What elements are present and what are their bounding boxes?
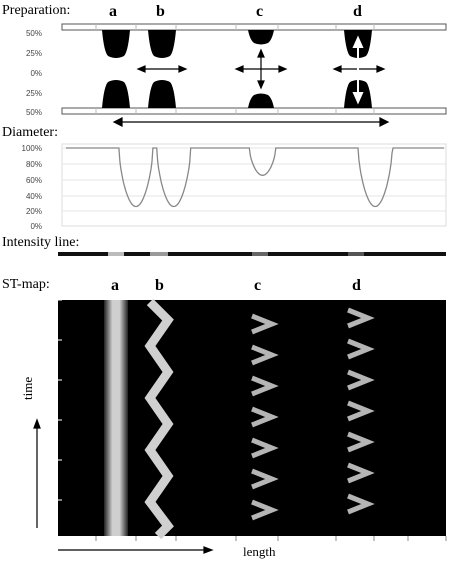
diam-tick-60: 60% bbox=[25, 176, 42, 185]
st-chevron-c-1 bbox=[251, 344, 279, 366]
diam-tick-0: 0% bbox=[30, 222, 42, 231]
st-chevron-d-2 bbox=[347, 369, 375, 391]
diameter-frame bbox=[61, 143, 447, 227]
prep-tick-top-25: 25% bbox=[25, 49, 42, 58]
length-arrow bbox=[58, 546, 214, 554]
column-letter-b: b bbox=[156, 3, 165, 20]
st-chevron-d-4 bbox=[347, 431, 375, 453]
st-chevrons-d bbox=[347, 307, 375, 515]
stmap-letter-a: a bbox=[111, 277, 119, 294]
diameter-line bbox=[66, 147, 444, 208]
arrow-b-horizontal bbox=[136, 65, 188, 73]
diam-tick-40: 40% bbox=[25, 192, 42, 201]
preparation-label: Preparation: bbox=[2, 3, 71, 18]
prep-tick-bottom-25: 25% bbox=[25, 89, 42, 98]
arrow-long-horizontal bbox=[112, 117, 390, 127]
st-chevron-c-4 bbox=[251, 437, 279, 459]
st-chevron-c-5 bbox=[251, 468, 279, 490]
column-letter-a: a bbox=[109, 3, 117, 20]
intensity-line-label: Intensity line: bbox=[2, 235, 80, 250]
st-chevrons-c bbox=[251, 313, 279, 521]
stmap-letter-c: c bbox=[254, 277, 262, 294]
constriction-b-bottom bbox=[148, 80, 176, 108]
st-chevron-c-2 bbox=[251, 375, 279, 397]
st-chevron-c-0 bbox=[251, 313, 279, 335]
diam-tick-80: 80% bbox=[25, 160, 42, 169]
constriction-a-bottom bbox=[102, 80, 130, 108]
stmap-letter-d: d bbox=[352, 277, 361, 294]
prep-tick-top-50: 50% bbox=[25, 29, 42, 38]
st-map-label: ST-map: bbox=[2, 277, 50, 292]
stmap-letter-b: b bbox=[155, 277, 164, 294]
constriction-b-top bbox=[148, 30, 176, 58]
diam-tick-100: 100% bbox=[21, 144, 42, 153]
st-zigzag-b bbox=[144, 298, 174, 540]
st-chevron-c-6 bbox=[251, 499, 279, 521]
prep-tick-0: 0% bbox=[30, 69, 42, 78]
diameter-label: Diameter: bbox=[2, 125, 58, 140]
intensity-bright-b bbox=[150, 252, 168, 256]
st-chevron-c-3 bbox=[251, 406, 279, 428]
arrow-d-vertical-white bbox=[352, 35, 364, 105]
time-arrow bbox=[33, 418, 41, 528]
column-letter-c: c bbox=[256, 3, 264, 20]
time-axis-label: time bbox=[20, 376, 35, 400]
intensity-bright-d bbox=[348, 252, 364, 256]
length-axis-label: length bbox=[243, 544, 276, 559]
intensity-bright-c bbox=[252, 252, 268, 256]
st-chevron-d-6 bbox=[347, 493, 375, 515]
constriction-c-bottom bbox=[248, 93, 274, 108]
constriction-c-top bbox=[248, 30, 274, 45]
prep-tick-bottom-50: 50% bbox=[25, 108, 42, 117]
st-chevron-d-0 bbox=[347, 307, 375, 329]
diam-tick-20: 20% bbox=[25, 207, 42, 216]
st-chevron-d-1 bbox=[347, 338, 375, 360]
column-letter-d: d bbox=[353, 3, 362, 20]
st-stripe-a bbox=[104, 300, 128, 536]
intensity-bright-a bbox=[108, 252, 124, 256]
arrow-c-cross bbox=[234, 48, 288, 90]
st-chevron-d-3 bbox=[347, 400, 375, 422]
st-chevron-d-5 bbox=[347, 462, 375, 484]
constriction-a-top bbox=[102, 30, 130, 58]
